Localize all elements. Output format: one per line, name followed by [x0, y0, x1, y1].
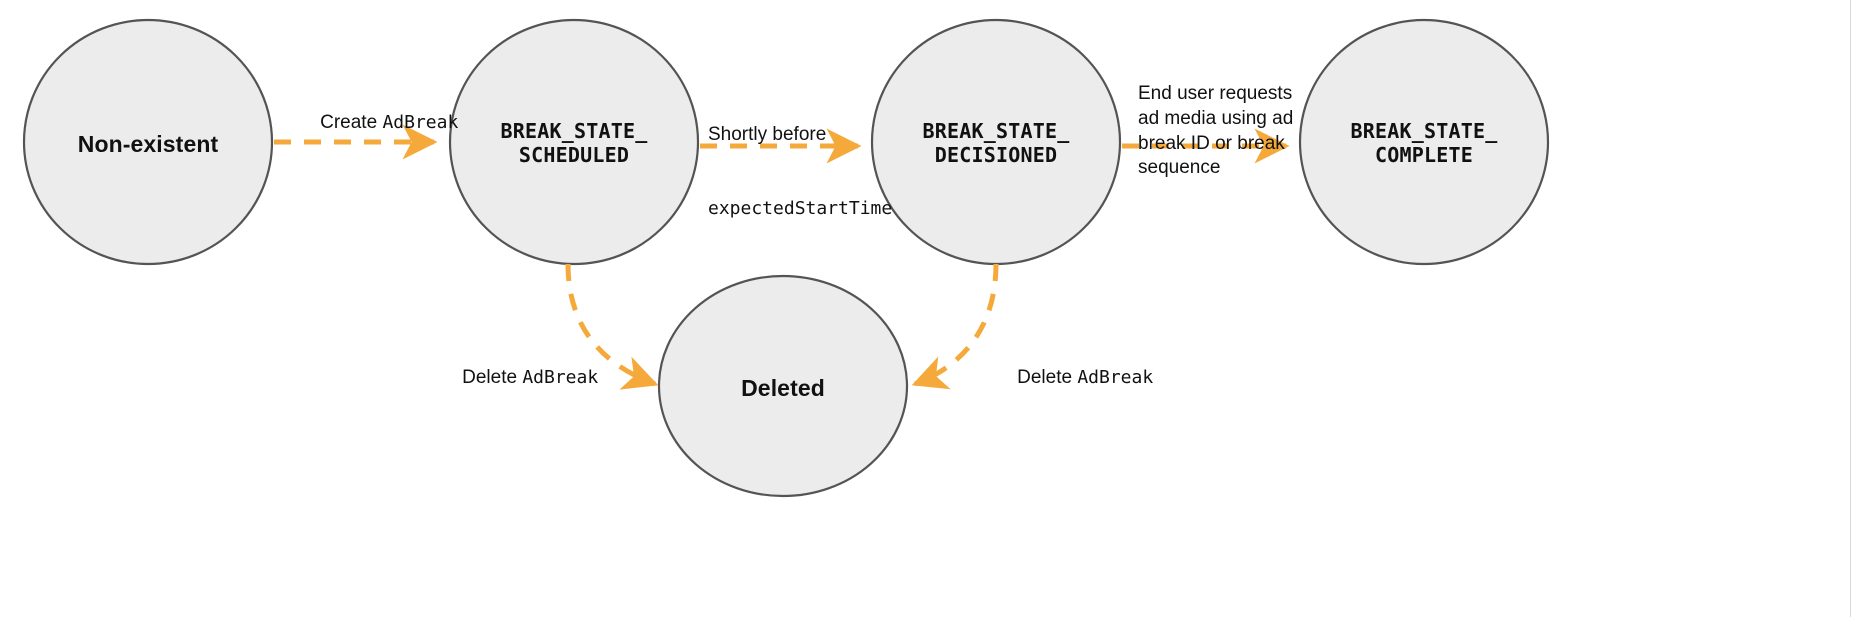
node-break-state-scheduled[interactable] — [448, 18, 700, 266]
node-non-existent[interactable] — [22, 18, 274, 266]
edge-delete-adbreak-decisioned — [911, 263, 999, 390]
node-deleted[interactable] — [657, 274, 909, 498]
node-break-state-decisioned[interactable] — [870, 18, 1122, 266]
node-break-state-complete[interactable] — [1298, 18, 1550, 266]
vertical-scrollbar[interactable] — [1850, 0, 1858, 617]
edge-delete-adbreak-scheduled — [565, 263, 659, 390]
